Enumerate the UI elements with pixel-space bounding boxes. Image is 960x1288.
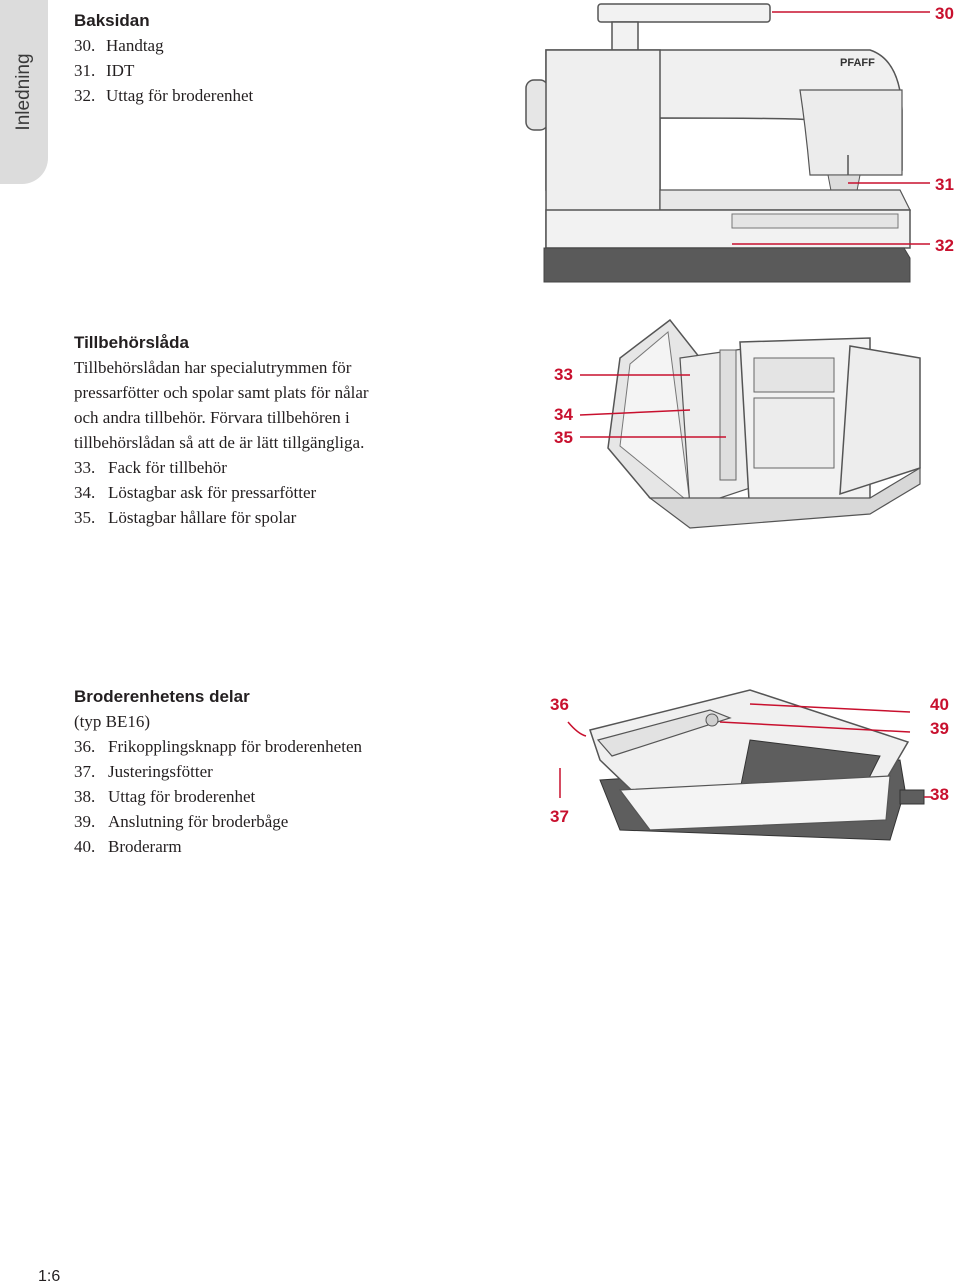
embroidery-unit-subheading: (typ BE16)	[74, 712, 151, 731]
item-text: Justeringsfötter	[108, 762, 213, 781]
callout-label: 40	[930, 695, 949, 714]
item-number: 31.	[74, 61, 96, 80]
item-number: 39.	[74, 812, 96, 831]
tray-item: 33. Fack för tillbehör	[74, 455, 369, 480]
brand-logo: PFAFF	[840, 57, 875, 69]
back-section: Baksidan 30. Handtag 31. IDT 32. Uttag för …	[74, 8, 253, 108]
callout-label: 33	[554, 365, 573, 384]
body-line: Tillbehörslådan har specialutrymmen för	[74, 358, 352, 377]
accessory-tray-heading: Tillbehörslåda	[74, 333, 189, 352]
back-item: 31. IDT	[74, 58, 253, 83]
embroidery-item: 37. Justeringsfötter	[74, 759, 362, 784]
item-text: Uttag för broderenhet	[108, 787, 256, 806]
page-number: 1:6	[38, 1268, 61, 1285]
item-number: 37.	[74, 762, 96, 781]
body-line: pressarfötter och spolar samt plats för …	[74, 383, 369, 402]
embroidery-item: 40. Broderarm	[74, 834, 362, 859]
item-number: 36.	[74, 737, 96, 756]
item-number: 32.	[74, 86, 96, 105]
back-callouts: 30 31 32	[935, 4, 954, 255]
embroidery-unit-heading: Broderenhetens delar	[74, 687, 250, 706]
tray-item: 34. Löstagbar ask för pressarfötter	[74, 480, 369, 505]
tray-callouts: 33 34 35	[554, 365, 573, 447]
tray-item: 35. Löstagbar hållare för spolar	[74, 505, 369, 530]
embroidery-item: 36. Frikopplingsknapp för broderenheten	[74, 734, 362, 759]
body-line: och andra tillbehör. Förvara tillbehören…	[74, 408, 350, 427]
item-text: Handtag	[106, 36, 164, 55]
callout-label: 30	[935, 4, 954, 23]
accessory-tray-illustration	[579, 318, 921, 529]
callout-label: 39	[930, 719, 949, 738]
item-number: 38.	[74, 787, 96, 806]
body-line: tillbehörslådan så att de är lätt tillgä…	[74, 433, 365, 452]
back-item: 30. Handtag	[74, 33, 253, 58]
accessory-tray-section: Tillbehörslåda Tillbehörslådan har speci…	[74, 330, 369, 530]
embroidery-unit-illustration	[559, 689, 932, 841]
item-text: IDT	[106, 61, 135, 80]
item-number: 35.	[74, 508, 96, 527]
item-text: Löstagbar hållare för spolar	[108, 508, 297, 527]
callout-label: 34	[554, 405, 573, 424]
callout-label: 37	[550, 807, 569, 826]
item-number: 30.	[74, 36, 96, 55]
embroidery-item: 38. Uttag för broderenhet	[74, 784, 362, 809]
callout-label: 32	[935, 236, 954, 255]
item-number: 34.	[74, 483, 96, 502]
item-text: Fack för tillbehör	[108, 458, 227, 477]
back-item: 32. Uttag för broderenhet	[74, 83, 253, 108]
embroidery-item: 39. Anslutning för broderbåge	[74, 809, 362, 834]
callout-label: 36	[550, 695, 569, 714]
back-heading: Baksidan	[74, 11, 150, 30]
callout-label: 35	[554, 428, 573, 447]
item-text: Broderarm	[108, 837, 182, 856]
item-text: Frikopplingsknapp för broderenheten	[108, 737, 362, 756]
embroidery-unit-section: Broderenhetens delar (typ BE16) 36. Friko…	[74, 684, 362, 859]
side-tab[interactable]: Inledning	[0, 0, 48, 184]
item-number: 33.	[74, 458, 96, 477]
item-text: Uttag för broderenhet	[106, 86, 254, 105]
item-text: Löstagbar ask för pressarfötter	[108, 483, 317, 502]
sewing-machine-back-illustration: PFAFF	[525, 3, 930, 283]
item-number: 40.	[74, 837, 96, 856]
callout-label: 31	[935, 175, 954, 194]
embroidery-callouts: 36 37 38 39 40	[550, 695, 949, 826]
callout-label: 38	[930, 785, 949, 804]
item-text: Anslutning för broderbåge	[108, 812, 289, 831]
